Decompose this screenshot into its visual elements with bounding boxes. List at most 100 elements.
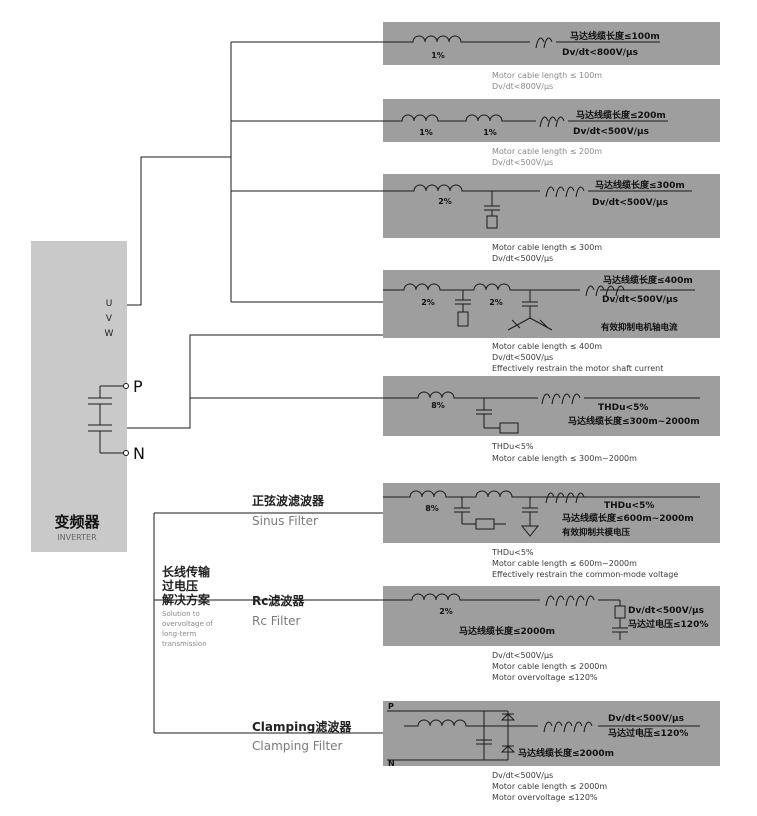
rc-filter-cn: Rc滤波器 [252, 593, 305, 608]
inverter-body [31, 241, 127, 552]
spec-text: 马达过电压≤120% [628, 618, 708, 630]
spec-text: 马达过电压≤120% [608, 727, 688, 739]
terminal-v-label: V [106, 314, 113, 324]
filter-box-bg [383, 483, 720, 543]
spec-text: Dv/dt<500V/μs [602, 295, 678, 305]
caption-line: Motor cable length ≤ 2000m [492, 662, 607, 671]
filter-box-4: 2% 2% 马达线缆长度≤400m Dv/dt<500V/μs 有效抑制电机轴电… [383, 270, 720, 338]
clamp-n-label: N [388, 759, 395, 768]
reactor-circuit [387, 710, 700, 761]
spec-text: THDu<5% [604, 501, 654, 511]
solution-en-line: Solution to [162, 610, 200, 618]
caption-line: Motor cable length ≤ 100m [492, 71, 602, 80]
spec-text: THDu<5% [598, 403, 648, 413]
filter-caption-2: Motor cable length ≤ 200m Dv/dt<500V/μs [492, 147, 602, 167]
spec-text: 马达线缆长度≤100m [570, 30, 660, 42]
filter-name-labels: 正弦波滤波器 Sinus Filter Rc滤波器 Rc Filter Clam… [252, 493, 352, 753]
spec-text: 马达线缆长度≤2000m [518, 747, 614, 759]
solution-en-line: long-term [162, 630, 196, 638]
inverter-subtitle: INVERTER [57, 533, 97, 542]
terminal-u-label: U [106, 299, 113, 309]
filter-caption-7: Dv/dt<500V/μs Motor cable length ≤ 2000m… [492, 651, 607, 682]
caption-line: Dv/dt<800V/μs [492, 82, 553, 91]
spec-text: 马达线缆长度≤300m [595, 179, 685, 191]
reactor-percent: 2% [439, 607, 453, 616]
spec-text: Dv/dt<500V/μs [608, 714, 684, 724]
filter-box-bg [383, 22, 720, 65]
filter-caption-6: THDu<5% Motor cable length ≤ 600m~2000m … [491, 548, 678, 579]
caption-line: Motor overvoltage ≤120% [492, 793, 598, 802]
filter-box-3: 2% 马达线缆长度≤300m Dv/dt<500V/μs [383, 174, 720, 238]
clamping-filter-cn: Clamping滤波器 [252, 719, 352, 734]
filter-box-1: 1% 马达线缆长度≤100m Dv/dt<800V/μs [383, 22, 720, 65]
solution-title-line: 长线传输 [162, 564, 211, 579]
filter-box-8-clamping: P N Dv/dt<500V/μs 马达过电压≤120% 马达线缆长度≤2000… [383, 701, 720, 768]
reactor-percent: 8% [431, 401, 445, 410]
dc-bus-capacitor-symbol [88, 383, 129, 456]
filter-caption-3: Motor cable length ≤ 300m Dv/dt<500V/μs [492, 243, 602, 263]
reactor-circuit [383, 490, 700, 537]
solution-en-line: overvoltage of [162, 620, 213, 628]
filter-caption-8: Dv/dt<500V/μs Motor cable length ≤ 2000m… [492, 771, 607, 802]
reactor-circuit [383, 114, 668, 128]
solution-en-line: transmission [162, 640, 207, 648]
caption-line: Effectively restrain the motor shaft cur… [492, 364, 663, 373]
reactor-circuit [383, 184, 692, 229]
caption-line: Dv/dt<500V/μs [492, 254, 553, 263]
caption-line: Motor cable length ≤ 200m [492, 147, 602, 156]
reactor-percent: 8% [425, 504, 439, 513]
caption-line: Dv/dt<500V/μs [492, 771, 553, 780]
filter-box-bg [383, 701, 720, 766]
spec-text: Dv/dt<800V/μs [562, 48, 638, 58]
terminal-p-label: P [133, 377, 143, 396]
reactor-circuit [383, 391, 700, 434]
filter-box-6-sinus: 8% THDu<5% 马达线缆长度≤600m~2000m 有效抑制共模电压 [383, 483, 720, 543]
reactor-percent: 1% [483, 128, 497, 137]
reactor-circuit [383, 283, 695, 331]
filter-box-bg [383, 376, 720, 436]
caption-line: Motor cable length ≤ 300m~2000m [492, 454, 637, 463]
filter-box-7-rc: 2% Dv/dt<500V/μs 马达过电压≤120% 马达线缆长度≤2000m [383, 586, 720, 646]
spec-text: 有效抑制共模电压 [562, 527, 631, 538]
spec-text: Dv/dt<500V/μs [628, 606, 704, 616]
filter-box-2: 1% 1% 马达线缆长度≤200m Dv/dt<500V/μs [383, 99, 720, 142]
filter-caption-4: Motor cable length ≤ 400m Dv/dt<500V/μs … [492, 342, 663, 373]
filter-caption-5: THDu<5% Motor cable length ≤ 300m~2000m [491, 442, 637, 463]
solution-title-line: 解决方案 [162, 592, 211, 607]
clamp-p-label: P [388, 702, 394, 711]
caption-line: Motor cable length ≤ 2000m [492, 782, 607, 791]
caption-line: Motor cable length ≤ 600m~2000m [492, 559, 637, 568]
spec-text: 马达线缆长度≤2000m [459, 625, 555, 637]
inverter-title: 变频器 [54, 513, 100, 531]
reactor-circuit [383, 35, 660, 49]
caption-line: Dv/dt<500V/μs [492, 158, 553, 167]
terminal-n-label: N [133, 444, 145, 463]
caption-line: Dv/dt<500V/μs [492, 651, 553, 660]
spec-text: 马达线缆长度≤300m~2000m [568, 415, 700, 427]
solution-label: 长线传输 过电压 解决方案 Solution to overvoltage of… [162, 564, 213, 648]
sinus-filter-cn: 正弦波滤波器 [252, 493, 325, 508]
reactor-percent: 2% [438, 197, 452, 206]
filter-box-bg [383, 174, 720, 238]
caption-line: THDu<5% [491, 548, 534, 557]
filter-caption-1: Motor cable length ≤ 100m Dv/dt<800V/μs [492, 71, 602, 91]
filter-box-bg [383, 99, 720, 142]
caption-line: Dv/dt<500V/μs [492, 353, 553, 362]
reactor-percent: 1% [431, 51, 445, 60]
solution-title-line: 过电压 [162, 578, 198, 593]
filter-box-bg [383, 270, 720, 338]
spec-text: Dv/dt<500V/μs [592, 198, 668, 208]
caption-line: Motor cable length ≤ 400m [492, 342, 602, 351]
spec-text: Dv/dt<500V/μs [573, 127, 649, 137]
reactor-percent: 1% [419, 128, 433, 137]
rc-filter-en: Rc Filter [252, 614, 301, 628]
filter-box-5: 8% THDu<5% 马达线缆长度≤300m~2000m [383, 376, 720, 436]
terminal-w-label: W [105, 329, 114, 339]
caption-line: Motor overvoltage ≤120% [492, 673, 598, 682]
bus-wiring [127, 41, 383, 734]
spec-text: 马达线缆长度≤200m [576, 109, 666, 121]
caption-line: Effectively restrain the common-mode vol… [492, 570, 678, 579]
sinus-filter-en: Sinus Filter [252, 514, 318, 528]
spec-text: 马达线缆长度≤600m~2000m [562, 512, 694, 524]
